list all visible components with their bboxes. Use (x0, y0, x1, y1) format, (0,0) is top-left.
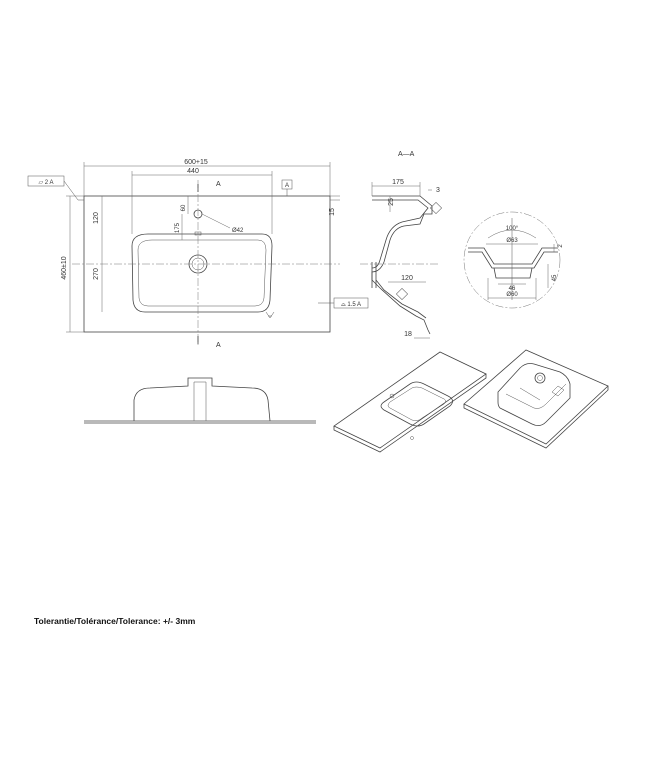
basin-elevation (133, 377, 271, 422)
dim-top-offset: 120 (93, 212, 100, 224)
tap-hole-label: Ø42 (232, 228, 244, 234)
detail-angle2: 45 (552, 274, 558, 281)
section-mark-top: A (216, 181, 221, 188)
dim-width-total: 600+15 (184, 159, 208, 166)
sec-dim-thickness: 3 (436, 187, 440, 194)
detail-depth: 2 (558, 244, 564, 248)
dim-depth-total: 460±10 (61, 256, 68, 279)
iso-bottom-countertop (463, 349, 609, 445)
iso-top-countertop (333, 351, 487, 449)
sec-dim-wall: 18 (404, 331, 412, 338)
sec-dim-height: 25 (388, 198, 395, 206)
detail-angle: 100° (506, 226, 519, 232)
dim-edge-thickness: 15 (329, 208, 336, 216)
front-elevation (84, 377, 316, 424)
section-title: A—A (398, 151, 415, 158)
iso-bottom-bowl (497, 363, 571, 426)
dim-bowl-depth: 270 (93, 268, 100, 280)
profile-frame: ⌓ 1.5 A (341, 302, 361, 308)
tolerance-note: Tolerantie/Tolérance/Tolerance: +/- 3mm (34, 616, 196, 626)
sec-dim-width: 175 (392, 179, 404, 186)
dim-width-bowl: 440 (187, 168, 199, 175)
detail-base: Ø60 (506, 292, 518, 298)
section-profile-outer (371, 195, 433, 280)
bowl-outline (131, 233, 273, 313)
datum-box: A (285, 183, 289, 189)
sec-dim-drain-offset: 120 (401, 275, 413, 282)
detail-view: 100° Ø63 2 46 45 Ø60 (463, 211, 564, 309)
detail-inner: 46 (509, 286, 516, 292)
iso-top-bowl (380, 381, 453, 427)
dim-tap-offset: 60 (181, 204, 187, 211)
dim-overflow-offset: 175 (175, 222, 181, 233)
plan-view: A A 600+15 440 460±10 120 270 60 175 Ø42 (27, 159, 369, 349)
section-view: A—A 175 3 25 120 18 (360, 151, 443, 339)
iso-bottom-view (463, 349, 609, 449)
section-mark-bottom: A (216, 342, 221, 349)
iso-top-view (333, 351, 487, 453)
detail-outer-dia: Ø63 (506, 238, 518, 244)
flatness-frame: ▱ 2 A (39, 180, 54, 186)
detail-circle (463, 211, 561, 309)
